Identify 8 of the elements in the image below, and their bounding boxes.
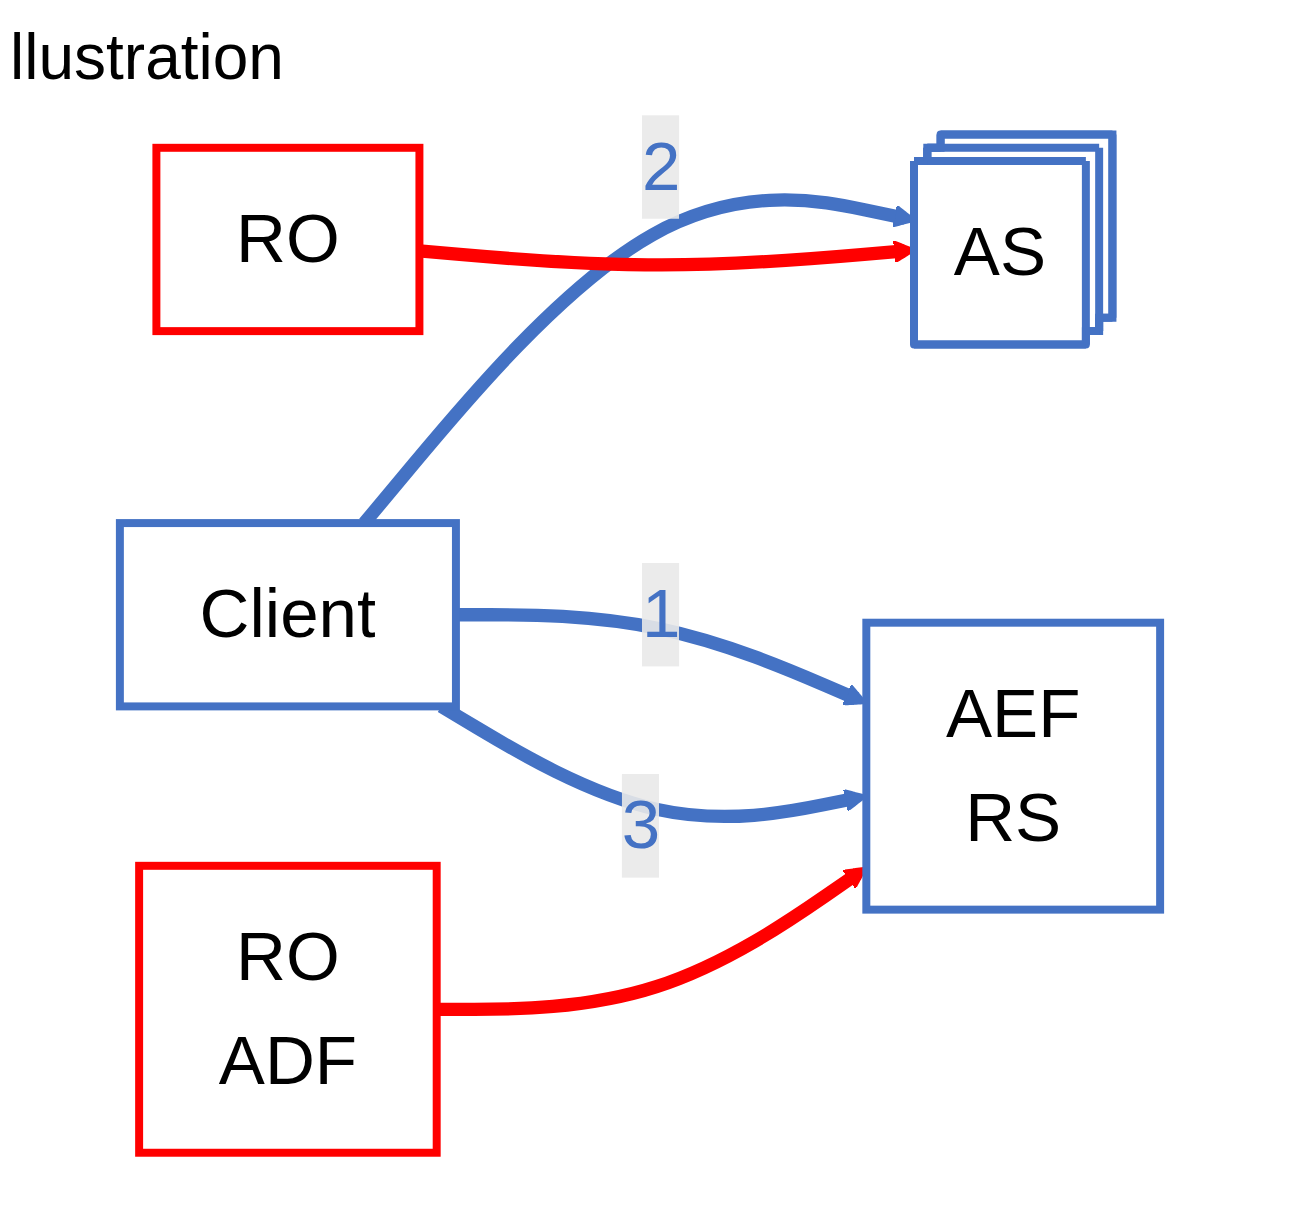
diagram-title: llustration bbox=[10, 20, 285, 94]
edge-label: 2 bbox=[641, 125, 681, 206]
node-box: RO ADF bbox=[135, 861, 441, 1157]
edge-label: 1 bbox=[641, 573, 681, 654]
edge-label: 3 bbox=[621, 784, 661, 865]
node-box: RO bbox=[152, 143, 424, 336]
node-box: Client bbox=[115, 519, 460, 711]
node-box: AEF RS bbox=[862, 618, 1165, 914]
